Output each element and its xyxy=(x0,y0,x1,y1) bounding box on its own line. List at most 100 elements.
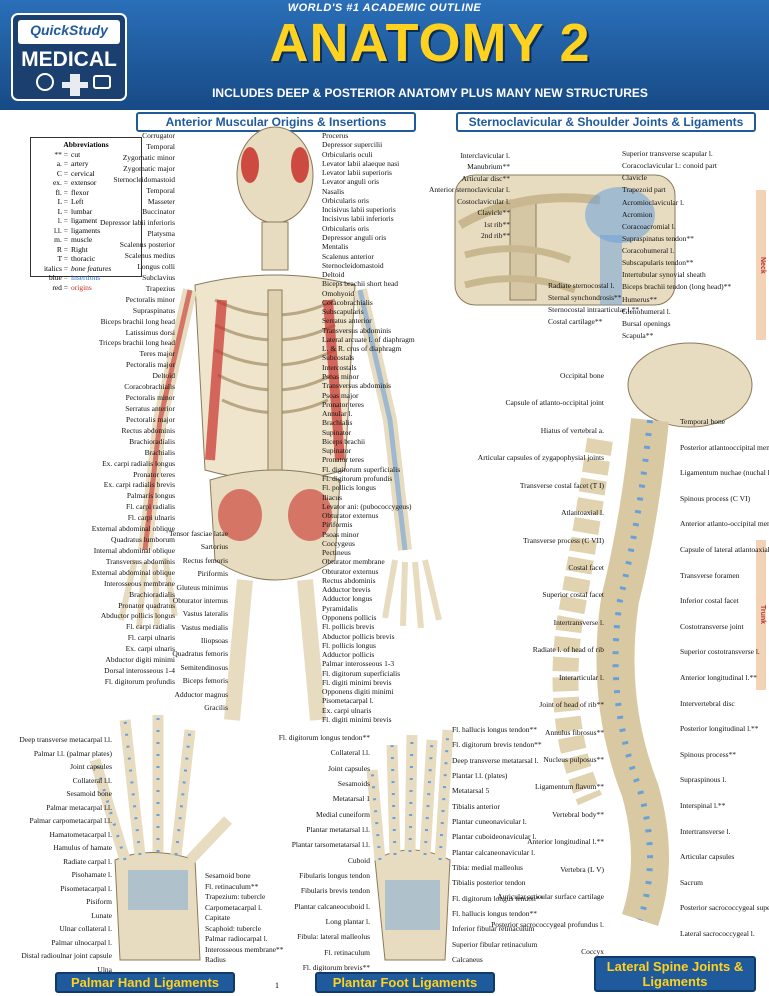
spine-label: Posterior longitudinal l.** xyxy=(680,724,759,734)
muscle-label: Obturator internus xyxy=(172,595,228,605)
ligament-label: Superior transverse scapular l. xyxy=(622,149,713,158)
abbreviation-value: thoracic xyxy=(71,254,96,263)
foot-label: Plantar calcaneonavicular l. xyxy=(452,847,536,857)
foot-label: Plantar metatarsal l.l. xyxy=(306,825,370,834)
foot-label: Fl. hallucis longus tendon** xyxy=(452,909,537,918)
foot-label: Deep transverse metatarsal l. xyxy=(452,755,539,765)
muscle-label: Deltoid xyxy=(152,371,176,381)
muscle-label: Levator labii alaeque nasi xyxy=(322,158,400,168)
spine-label: Transverse foramen xyxy=(680,570,740,580)
hand-label: Carpometacarpal l. xyxy=(205,902,263,912)
hand-label: Palmar metacarpal l.l. xyxy=(46,802,112,812)
foot-label: Fl. digitorum brevis tendon** xyxy=(452,740,542,750)
muscle-label: Ex. carpi ulnaris xyxy=(322,705,372,715)
muscle-label: Serratus anterior xyxy=(125,404,175,413)
foot-label: Superior fibular retinaculum xyxy=(452,939,538,949)
foot-label: Plantar cuboideonavicular l. xyxy=(452,832,537,842)
foot-label: Fl. hallucis longus tendon** xyxy=(452,725,537,734)
muscle-label: Adductor brevis xyxy=(322,585,371,595)
muscle-label: Fl. digiti minimi brevis xyxy=(322,715,392,724)
section-spine-title: Lateral Spine Joints & Ligaments xyxy=(594,956,756,992)
section-palmar-title: Palmar Hand Ligaments xyxy=(55,972,235,993)
spine-label: Intervertebral disc xyxy=(680,698,735,708)
muscle-label: Quadratus lumborum xyxy=(111,535,175,545)
spine-label: Superior costal facet xyxy=(542,590,604,600)
spine-label: Posterior atlantooccipital membrane xyxy=(680,442,769,452)
muscle-label: Supinator xyxy=(322,446,352,456)
muscle-label: Obturator membrane xyxy=(322,557,385,567)
muscle-label: Orbicularis oris xyxy=(322,195,369,205)
foot-label: Tibialis posterior tendon xyxy=(452,878,526,888)
muscle-label: Orbicularis oris xyxy=(322,223,369,233)
muscle-label: Gracilis xyxy=(204,703,228,712)
hand-label: Ulnar collateral l. xyxy=(59,924,112,934)
foot-illustration xyxy=(366,729,454,961)
abbreviation-key: italics = xyxy=(43,263,68,273)
muscle-label: Pectineus xyxy=(322,548,351,558)
muscle-label: Semitendinosus xyxy=(180,662,228,672)
muscle-label: Brachialis xyxy=(322,418,353,428)
page-number: 1 xyxy=(275,981,279,990)
abbreviation-value: ligaments xyxy=(71,225,101,235)
abbreviation-value: ligament xyxy=(71,216,98,225)
muscle-label: Fl. digitorum superficialis xyxy=(322,464,401,474)
ligament-label: Sternal synchondrosis** xyxy=(548,293,622,302)
hand-label: Sesamoid bone xyxy=(66,789,112,799)
ligament-label: 1st rib** xyxy=(483,219,510,229)
ligament-label: Humerus** xyxy=(622,294,657,304)
ligament-label: Supraspinatus tendon** xyxy=(622,233,694,243)
ligament-label: Costoclavicular l. xyxy=(457,196,510,206)
muscle-label: Obturator externus xyxy=(322,511,379,521)
foot-label: Inferior fibular retinaculum xyxy=(452,924,535,934)
muscle-label: Buccinator xyxy=(142,207,175,217)
foot-label: Tibialis anterior xyxy=(452,801,500,811)
muscle-label: Incisivus labii inferioris xyxy=(322,214,394,224)
abbreviation-value: origins xyxy=(71,282,92,292)
ligament-label: Acromioclavicular l. xyxy=(622,197,685,207)
spine-label: Posterior sacrococcygeal superficialis l… xyxy=(680,903,769,913)
muscle-label: Lateral arcuate l. of diaphragm xyxy=(322,334,415,344)
abbreviation-row: red =origins xyxy=(34,283,138,293)
abbreviation-value: cut xyxy=(71,149,81,159)
side-tab-trunk: Trunk xyxy=(756,540,766,690)
muscle-label: Masseter xyxy=(147,196,175,206)
muscle-label: Temporal xyxy=(146,141,175,151)
muscle-label: Quadratus femoris xyxy=(172,649,228,659)
abbreviation-key: L = xyxy=(57,197,68,206)
muscle-label: Vastus lateralis xyxy=(182,609,228,619)
abbreviation-key: l. = xyxy=(57,216,68,225)
abbreviation-value: artery xyxy=(71,159,89,168)
muscle-label: Biceps femoris xyxy=(182,676,228,686)
muscle-label: Iliacus xyxy=(322,492,342,502)
spine-label: Superior costotransverse l. xyxy=(680,647,760,657)
spine-label: Interarticular l. xyxy=(559,672,604,682)
spine-label: Transverse costal facet (T I) xyxy=(519,480,604,490)
foot-label: Calcaneus xyxy=(452,955,483,964)
muscle-label: Supraspinatus xyxy=(132,305,175,315)
abbreviation-row: L =Left xyxy=(34,197,138,207)
foot-label: Long plantar l. xyxy=(325,917,370,926)
muscle-label: Teres major xyxy=(139,349,175,359)
foot-label: Plantar cuneonavicular l. xyxy=(452,817,527,826)
muscle-label: Abductor digiti minimi xyxy=(105,655,175,665)
muscle-label: Scalenus posterior xyxy=(119,240,175,250)
ligament-label: Manubrium** xyxy=(467,162,510,172)
muscle-label: Scalenus medius xyxy=(124,251,175,261)
spine-label: Anterior longitudinal l.** xyxy=(680,673,757,682)
abbreviation-value: flexor xyxy=(71,187,89,197)
section-anterior-title: Anterior Muscular Origins & Insertions xyxy=(136,112,416,132)
abbreviation-row: ** =cut xyxy=(34,150,138,160)
foot-label: Plantar l.l. (plates) xyxy=(452,771,508,780)
spine-label: Posterior sacrococcygeal profundus l. xyxy=(491,919,604,929)
foot-label: Plantar calcaneocuboid l. xyxy=(294,901,370,911)
hand-label: Deep transverse metacarpal l.l. xyxy=(19,735,112,744)
ligament-label: Coracoclavicular l.: conoid part xyxy=(622,161,717,171)
muscle-label: Serratus anterior xyxy=(322,316,372,326)
abbreviation-value: muscle xyxy=(71,235,93,244)
abbreviation-value: extensor xyxy=(71,178,97,187)
abbreviation-row: l.l. =ligaments xyxy=(34,226,138,236)
foot-label: Fibularis brevis tendon xyxy=(300,886,370,896)
muscle-label: Coracobrachialis xyxy=(322,297,373,307)
hand-label: Hamatometacarpal l. xyxy=(49,829,112,839)
